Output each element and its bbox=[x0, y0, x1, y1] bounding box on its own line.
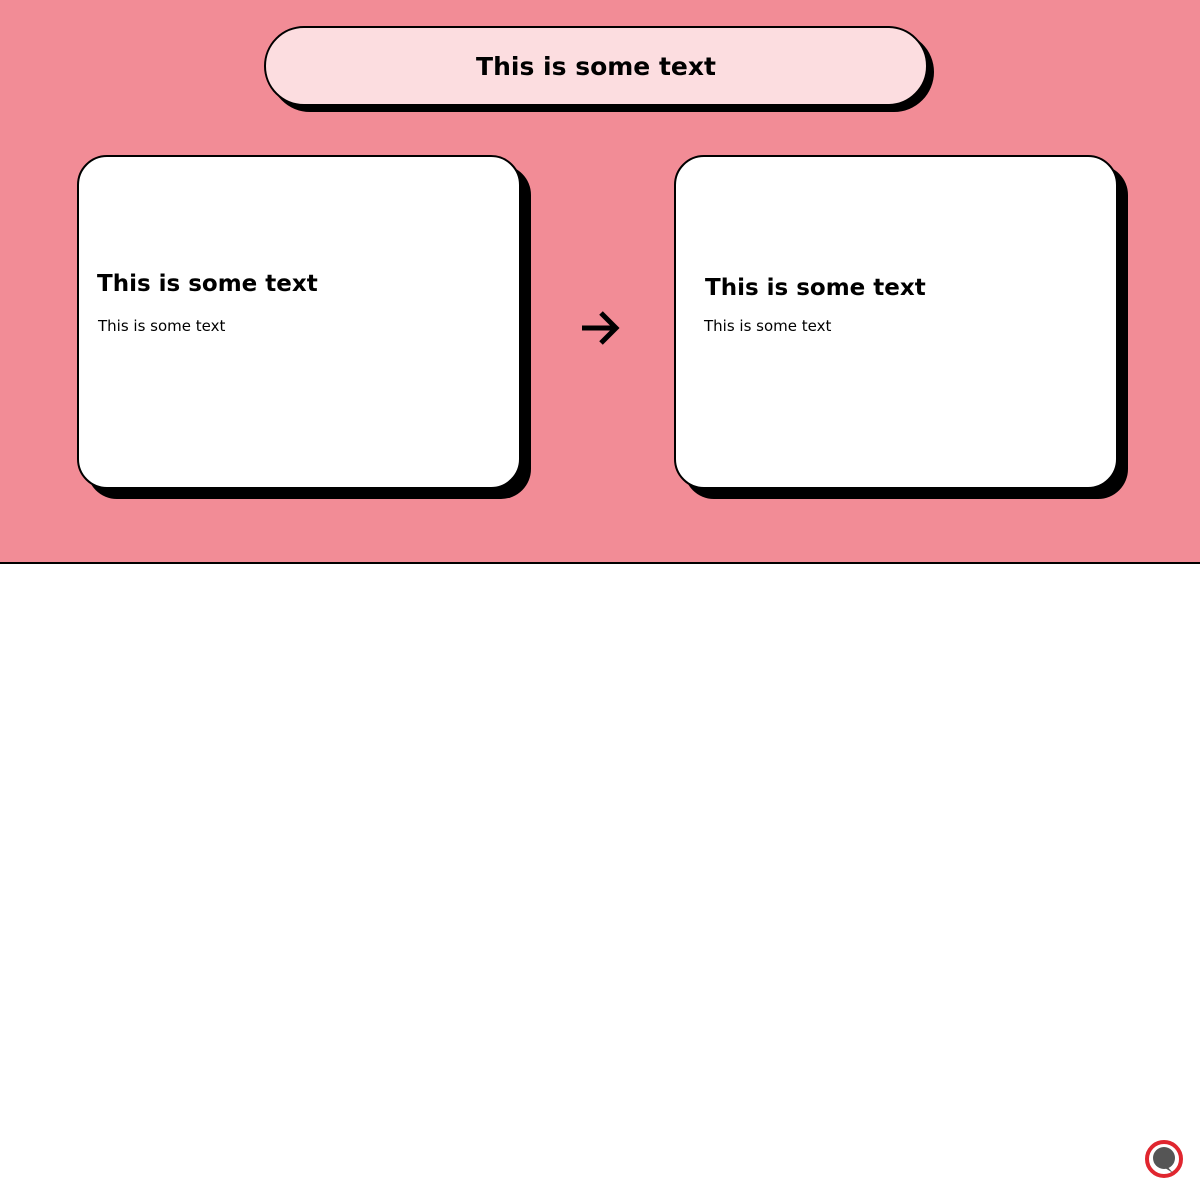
header-title: This is some text bbox=[476, 51, 716, 81]
right-card-body: This is some text bbox=[704, 317, 832, 335]
diagram-canvas: This is some text This is some text This… bbox=[0, 0, 1200, 564]
header-pill: This is some text bbox=[264, 26, 928, 106]
left-card-title: This is some text bbox=[97, 271, 318, 297]
arrow-right-icon bbox=[582, 311, 620, 345]
right-card: This is some text This is some text bbox=[674, 155, 1118, 489]
speech-bubble-logo-icon bbox=[1145, 1140, 1183, 1178]
footer-bar bbox=[0, 564, 1200, 1178]
left-card: This is some text This is some text bbox=[77, 155, 521, 489]
right-card-title: This is some text bbox=[705, 275, 926, 301]
left-card-body: This is some text bbox=[98, 317, 226, 335]
